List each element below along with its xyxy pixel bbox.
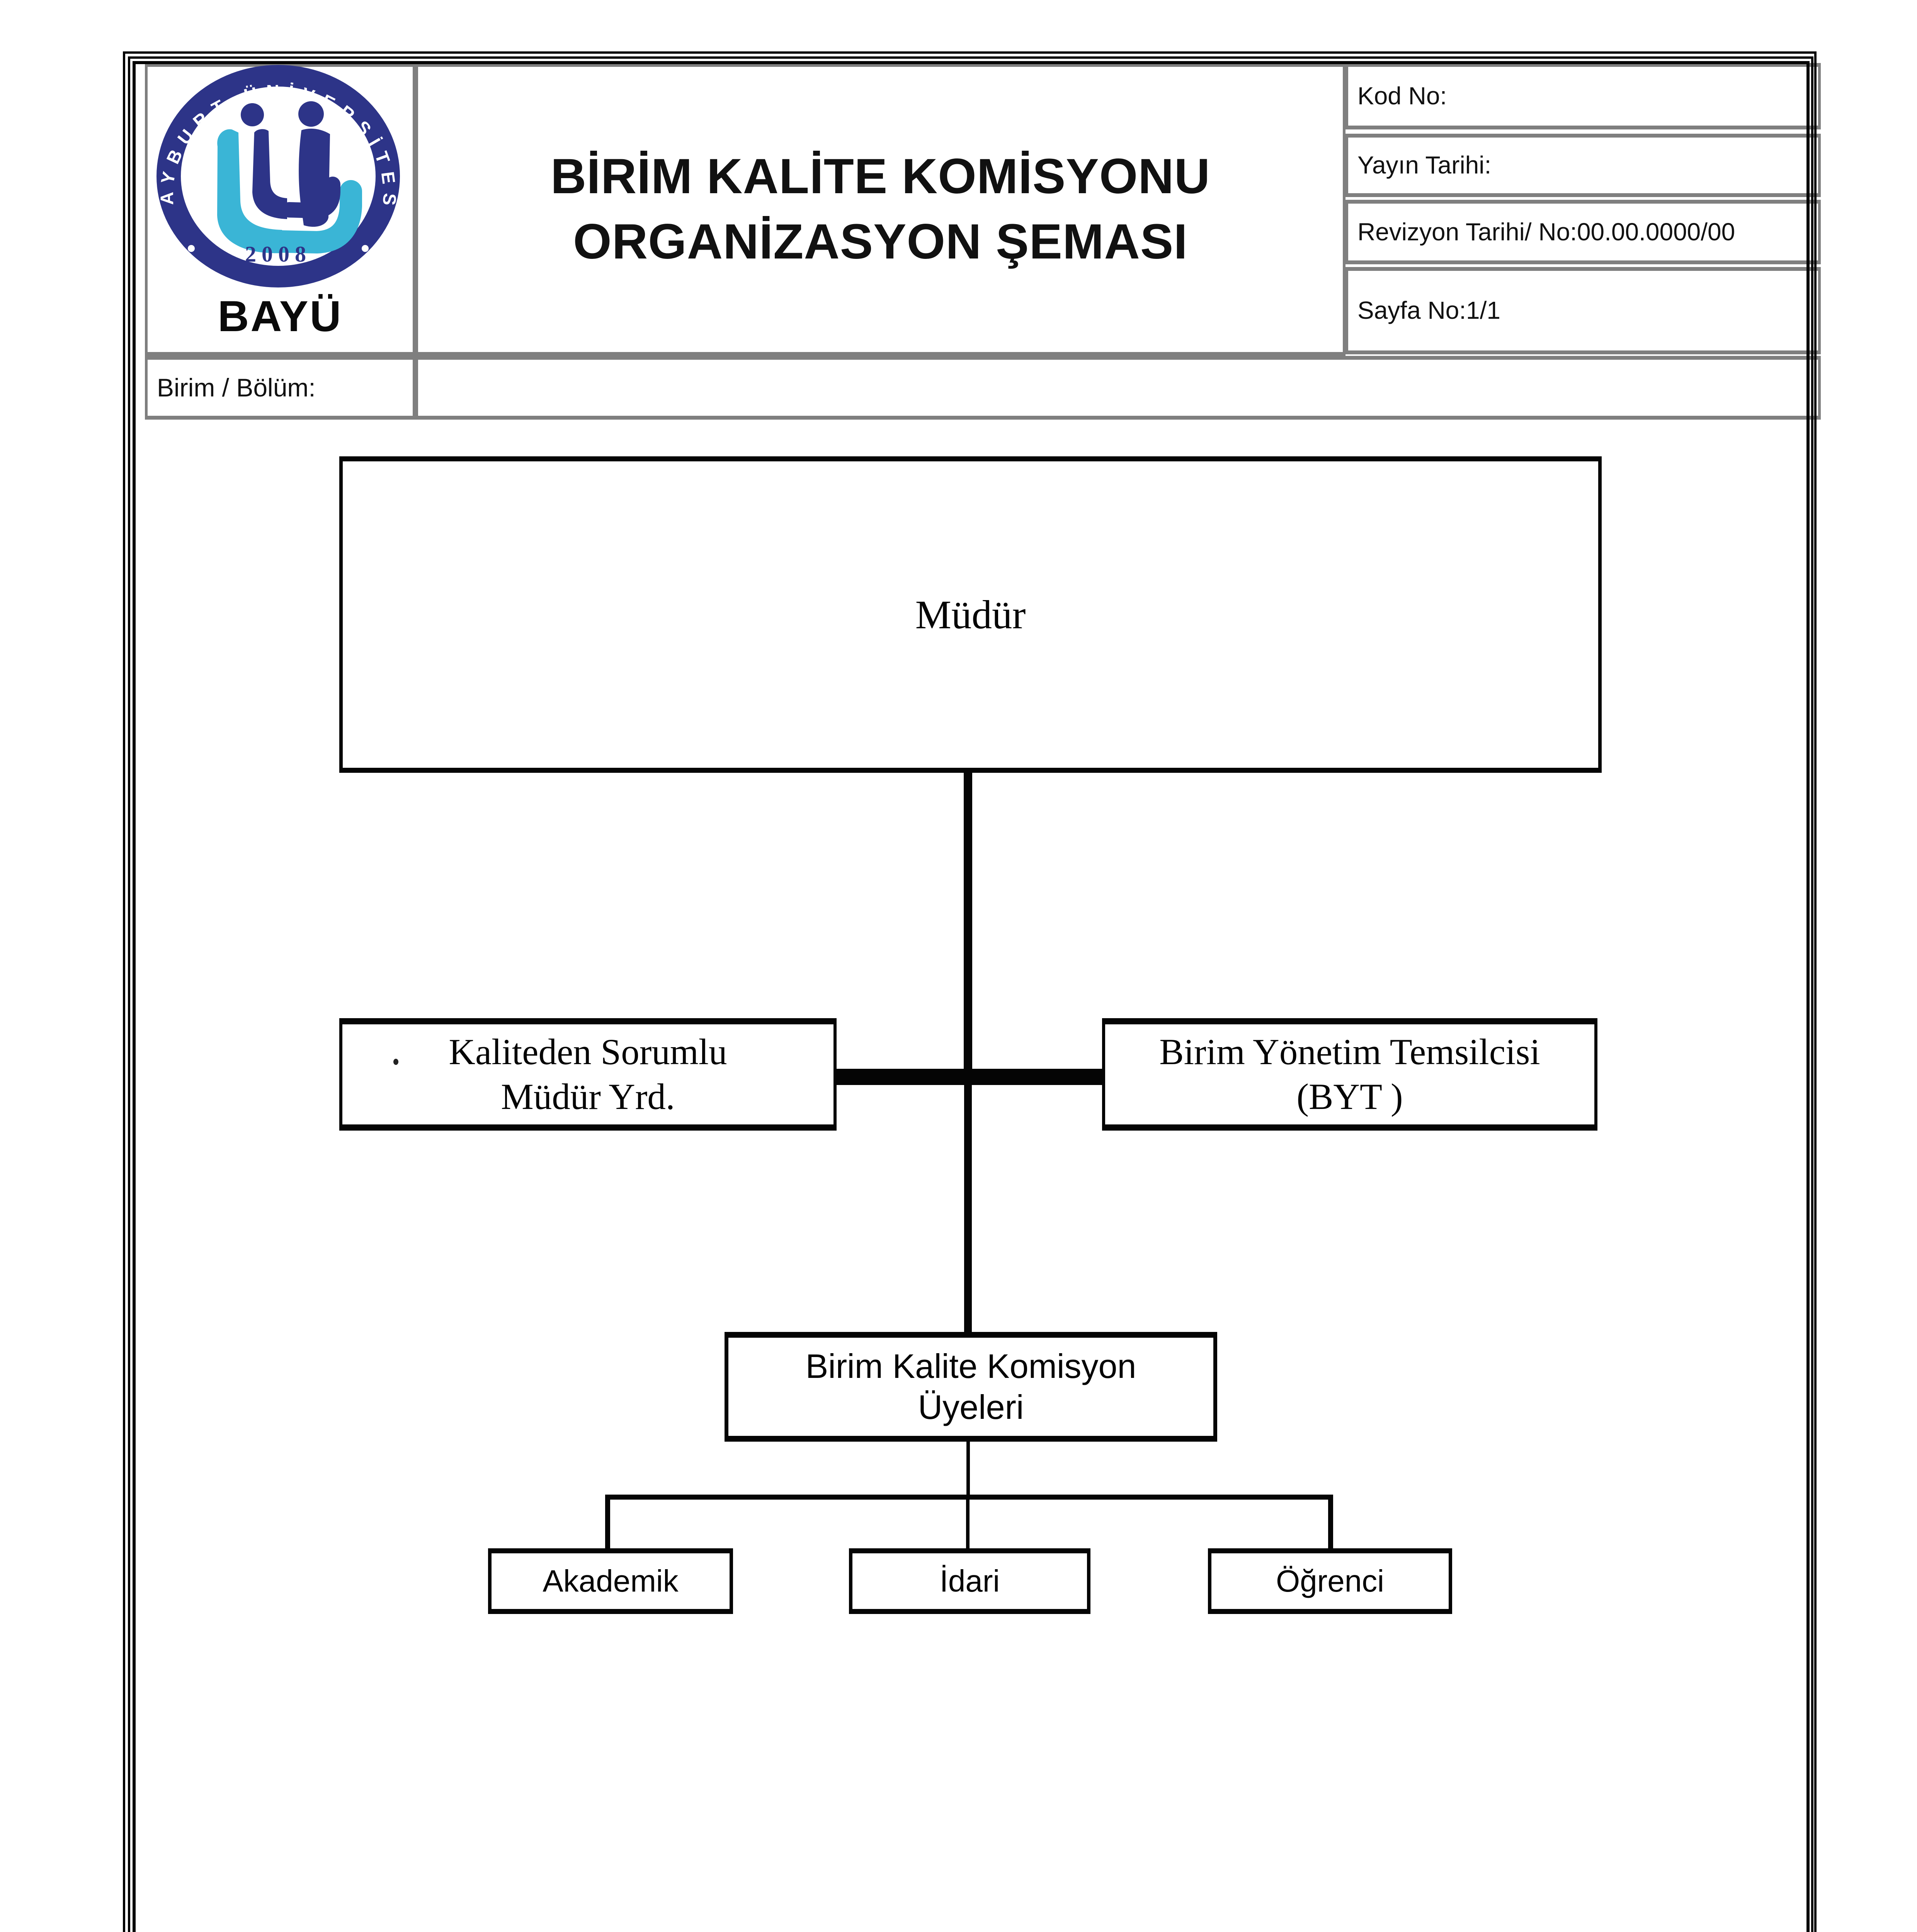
ink-speck — [393, 1059, 398, 1065]
ring-dot-right — [362, 245, 369, 252]
birim-bolum-cell: Birim / Bölüm: — [145, 356, 415, 420]
node-kaliteden: Kaliteden Sorumlu Müdür Yrd. — [339, 1018, 837, 1131]
connector-mid-down — [964, 1084, 972, 1333]
node-kaliteden-line2: Müdür Yrd. — [501, 1076, 675, 1117]
node-mudur: Müdür — [339, 456, 1602, 773]
node-byt-line2: (BYT ) — [1296, 1076, 1403, 1117]
node-uyeleri-line2: Üyeleri — [918, 1388, 1024, 1426]
connector-uyeleri-down — [966, 1441, 970, 1495]
connector-hbar — [837, 1069, 1102, 1085]
kod-no-label: Kod No: — [1357, 82, 1447, 110]
node-akademik-label: Akademik — [543, 1564, 679, 1598]
node-ogrenci: Öğrenci — [1208, 1548, 1452, 1614]
node-akademik: Akademik — [488, 1548, 733, 1614]
page-title-line2: ORGANİZASYON ŞEMASI — [573, 214, 1188, 269]
node-kaliteden-line1: Kaliteden Sorumlu — [449, 1031, 727, 1072]
node-idari-label: İdari — [939, 1564, 1000, 1598]
revizyon-label: Revizyon Tarihi/ No:00.00.0000/00 — [1357, 218, 1735, 246]
birim-bolum-label: Birim / Bölüm: — [157, 373, 316, 402]
figure-right-body — [299, 128, 330, 227]
node-uyeleri: Birim Kalite Komisyon Üyeleri — [725, 1332, 1217, 1442]
connector-drop-center — [966, 1498, 970, 1549]
node-uyeleri-line1: Birim Kalite Komisyon — [805, 1347, 1136, 1386]
university-logo: BAYBURT ÜNİVERSİTESİ 2008 — [155, 64, 400, 287]
connector-mudur-down — [964, 772, 972, 1074]
header-title-cell: BİRİM KALİTE KOMİSYONU ORGANİZASYON ŞEMA… — [415, 63, 1345, 356]
yayin-tarihi-label: Yayın Tarihi: — [1357, 151, 1492, 179]
figure-cyan-bowl — [271, 180, 362, 254]
node-mudur-label: Müdür — [915, 592, 1026, 637]
figure-head-left — [241, 103, 264, 126]
logo-year: 2008 — [245, 242, 311, 267]
figure-navy-body — [252, 129, 287, 219]
year-dot-left — [209, 249, 216, 257]
figure-cyan-body — [217, 129, 282, 253]
meta-row-kod: Kod No: — [1345, 63, 1821, 129]
year-dot-right — [341, 249, 349, 257]
connector-drop-right — [1328, 1498, 1333, 1549]
node-byt: Birim Yönetim Temsilcisi (BYT ) — [1102, 1018, 1597, 1131]
connector-branch-bar — [605, 1495, 1333, 1500]
node-ogrenci-label: Öğrenci — [1276, 1564, 1385, 1598]
node-idari: İdari — [849, 1548, 1090, 1614]
meta-row-sayfa: Sayfa No:1/1 — [1345, 267, 1821, 354]
ring-dot-left — [188, 245, 195, 252]
logo-abbr: BAYÜ — [218, 292, 343, 340]
birim-bolum-value-cell — [415, 356, 1821, 420]
meta-row-yayin: Yayın Tarihi: — [1345, 134, 1821, 197]
meta-row-revizyon: Revizyon Tarihi/ No:00.00.0000/00 — [1345, 200, 1821, 264]
figure-head-right — [298, 101, 324, 127]
sayfa-no-label: Sayfa No:1/1 — [1357, 296, 1500, 325]
connector-drop-left — [605, 1498, 610, 1549]
node-byt-line1: Birim Yönetim Temsilcisi — [1159, 1031, 1540, 1072]
page-title-line1: BİRİM KALİTE KOMİSYONU — [550, 149, 1211, 204]
